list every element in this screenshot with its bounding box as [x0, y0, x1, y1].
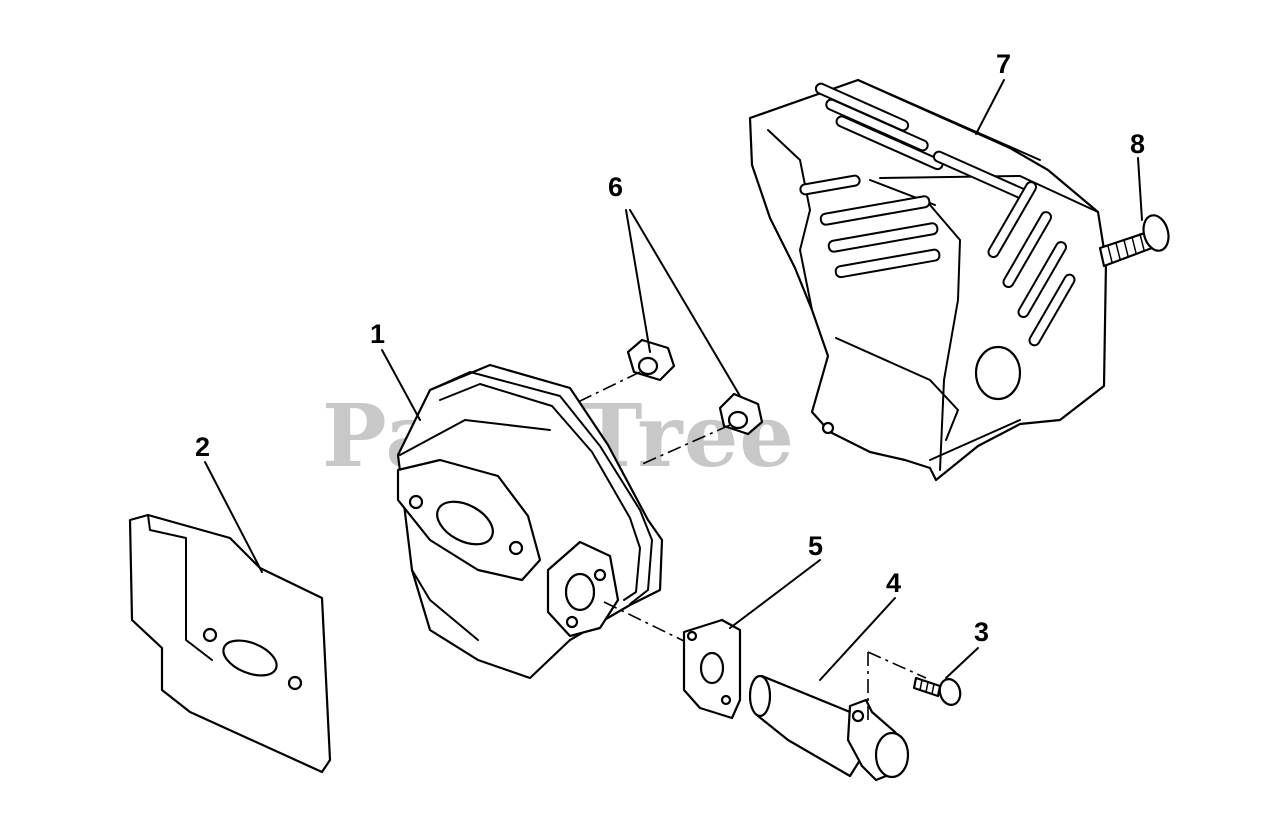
- part-small-screw[interactable]: [912, 676, 963, 707]
- callout-7: 7: [996, 49, 1011, 79]
- leader-lines: [204, 79, 1143, 681]
- part-nut-upper[interactable]: [626, 338, 676, 382]
- callout-4: 4: [886, 568, 901, 598]
- cover-outlet-hole: [974, 345, 1022, 401]
- assembly-line-upper-nut: [577, 371, 641, 403]
- callout-2: 2: [195, 432, 210, 462]
- assembly-line-lower-nut: [639, 424, 731, 466]
- callout-3: 3: [974, 617, 989, 647]
- part-spark-arrestor[interactable]: [748, 674, 910, 782]
- part-cover-screw[interactable]: [1098, 213, 1172, 268]
- callout-5: 5: [808, 531, 823, 561]
- part-outlet-plate[interactable]: [682, 618, 742, 720]
- callout-1: 1: [370, 319, 385, 349]
- part-muffler-body[interactable]: [396, 363, 664, 680]
- part-nut-lower[interactable]: [718, 392, 764, 436]
- part-gasket[interactable]: [128, 513, 332, 774]
- callout-6: 6: [608, 172, 623, 202]
- callout-8: 8: [1130, 129, 1145, 159]
- assembly-line-plate: [603, 601, 687, 643]
- part-muffler-cover[interactable]: [748, 78, 1108, 482]
- cooling-slots: [799, 82, 1076, 347]
- assembly-line-screw: [867, 651, 927, 679]
